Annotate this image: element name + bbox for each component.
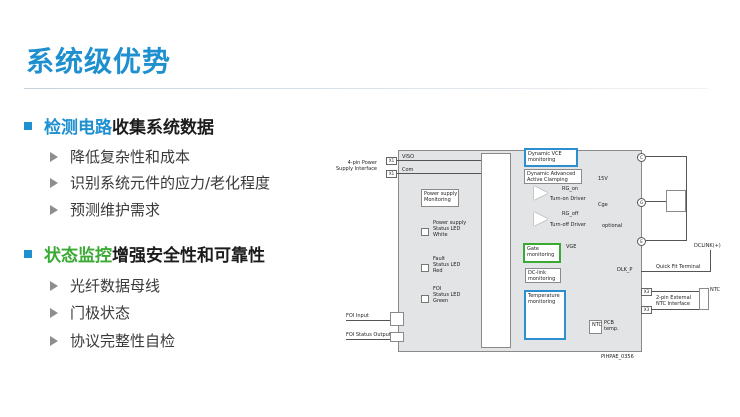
title-divider bbox=[24, 88, 708, 89]
dc-link-monitoring: DC-link monitoring bbox=[525, 268, 561, 283]
x1-terminal: X1 bbox=[386, 170, 397, 178]
quick-fit-label: Quick Fit Terminal bbox=[656, 264, 701, 270]
g-line bbox=[646, 201, 666, 202]
turn-off-driver-label: Turn-off Driver bbox=[550, 222, 586, 228]
square-bullet-icon bbox=[24, 250, 32, 258]
triangle-bullet-icon bbox=[50, 178, 58, 188]
led-icon bbox=[421, 228, 429, 236]
fault-status-led-label: Fault Status LED Red bbox=[433, 256, 461, 274]
dclink-line bbox=[641, 271, 711, 272]
foi-input-label: FOI Input bbox=[346, 313, 369, 319]
list-item: 识别系统元件的应力/老化程度 bbox=[50, 173, 270, 193]
power-interface-label: 4-pin Power Supply Interface bbox=[336, 160, 378, 172]
power-supply-monitoring: Power supply Monitoring bbox=[421, 189, 459, 207]
cge-label: Cge bbox=[598, 202, 608, 208]
dynamic-active-clamping: Dynamic Advanced Active Clamping bbox=[524, 169, 582, 184]
triangle-bullet-icon bbox=[50, 281, 58, 291]
section-heading-detection: 检测电路收集系统数据 bbox=[24, 117, 214, 139]
dynamic-vce-monitoring: Dynamic VCE monitoring bbox=[524, 148, 578, 167]
triangle-bullet-icon bbox=[50, 205, 58, 215]
turn-off-driver-icon bbox=[534, 212, 548, 226]
collector-terminal: C bbox=[637, 153, 646, 162]
foi-status-led-label: FOI Status LED Green bbox=[433, 286, 461, 304]
15v-label: 15V bbox=[598, 176, 608, 182]
ntc-box: NTC bbox=[589, 320, 602, 334]
triangle-bullet-icon bbox=[50, 336, 58, 346]
led-icon bbox=[421, 264, 429, 272]
com-line bbox=[397, 173, 481, 174]
x1-terminal: X1 bbox=[386, 157, 397, 165]
slide-title: 系统级优势 bbox=[26, 45, 172, 78]
viso-label: VISO bbox=[402, 154, 415, 160]
foi-output-line bbox=[346, 339, 390, 340]
foi-output-label: FOI Status Output bbox=[346, 332, 391, 338]
fiber-optic-icon bbox=[390, 332, 404, 342]
x3-terminal: X3 bbox=[641, 306, 652, 314]
triangle-bullet-icon bbox=[50, 152, 58, 162]
igbt-rail bbox=[686, 156, 687, 241]
vge-label: VGE bbox=[566, 244, 577, 250]
square-bullet-icon bbox=[24, 122, 32, 130]
list-item: 协议完整性自检 bbox=[50, 331, 175, 351]
driver-module bbox=[398, 150, 642, 352]
section-heading-monitoring: 状态监控增强安全性和可靠性 bbox=[24, 245, 265, 267]
external-ntc-label: 2-pin External NTC Interface bbox=[656, 295, 692, 307]
e-line bbox=[646, 240, 686, 241]
foi-input-line bbox=[346, 320, 390, 321]
igbt-icon bbox=[666, 190, 686, 212]
gate-terminal: G bbox=[637, 198, 646, 207]
viso-line bbox=[397, 160, 481, 161]
list-item: 光纤数据母线 bbox=[50, 276, 160, 296]
pcb-temp-label: PCB temp. bbox=[604, 320, 619, 332]
turn-on-driver-label: Turn-on Driver bbox=[550, 196, 586, 202]
x3-terminal: X3 bbox=[641, 288, 652, 296]
temperature-monitoring: Temperature monitoring bbox=[524, 290, 566, 340]
fiber-optic-icon bbox=[390, 312, 404, 326]
turn-on-driver-icon bbox=[534, 186, 548, 200]
part-number: PIHPAE_0356 bbox=[601, 354, 634, 360]
list-item: 预测维护需求 bbox=[50, 200, 160, 220]
emitter-terminal: E bbox=[637, 237, 646, 246]
list-item: 门极状态 bbox=[50, 303, 130, 323]
gate-monitoring: Gate monitoring bbox=[523, 243, 561, 263]
dclink-plus-label: DCLINK(+) bbox=[694, 243, 721, 249]
c-line bbox=[646, 156, 686, 157]
gate-driver-block-diagram: 4-pin Power Supply Interface X1 X1 VISO … bbox=[336, 140, 726, 378]
ntc-line bbox=[652, 309, 700, 310]
com-label: Com bbox=[402, 167, 414, 173]
power-status-led-label: Power supply Status LED White bbox=[433, 220, 467, 238]
dlk-p-label: DLK_P bbox=[617, 267, 633, 273]
core-controller bbox=[481, 153, 511, 348]
dclink-vertical bbox=[710, 250, 711, 272]
ntc-external-label: NTC bbox=[710, 287, 720, 293]
led-icon bbox=[421, 295, 429, 303]
list-item: 降低复杂性和成本 bbox=[50, 147, 190, 167]
rg-on-label: RG_on bbox=[562, 186, 579, 192]
ntc-line bbox=[652, 291, 700, 292]
rg-off-label: RG_off bbox=[562, 211, 579, 217]
optional-label: optional bbox=[602, 223, 623, 229]
external-ntc-icon bbox=[699, 288, 709, 310]
triangle-bullet-icon bbox=[50, 308, 58, 318]
